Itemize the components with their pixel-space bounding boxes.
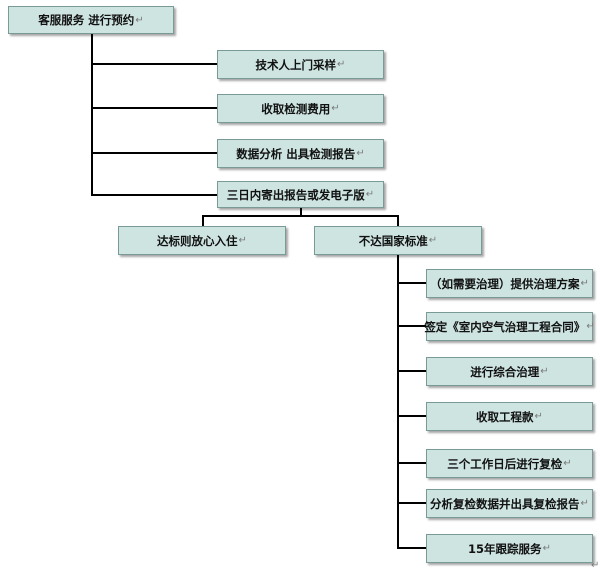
node-fail-step-1: （如需要治理）提供治理方案↵ — [426, 269, 593, 298]
paragraph-mark: ↵ — [238, 235, 247, 246]
connector-fail-down — [397, 254, 399, 548]
connector-to-step-2 — [91, 107, 217, 109]
node-fail-step-5: 三个工作日后进行复检↵ — [426, 449, 593, 478]
node-step-1-label: 技术人上门采样 — [255, 57, 337, 72]
connector-to-fail-step-2 — [397, 325, 426, 327]
node-fail-step-1-label: （如需要治理）提供治理方案 — [430, 276, 580, 291]
paragraph-mark: ↵ — [586, 321, 595, 332]
node-step-3: 数据分析 出具检测报告↵ — [217, 139, 384, 168]
connector-to-step-4 — [91, 194, 217, 196]
node-pass-label: 达标则放心入住 — [157, 233, 238, 248]
connector-root-down — [91, 33, 93, 196]
paragraph-mark: ↵ — [135, 14, 144, 26]
connector-to-fail-step-5 — [397, 462, 426, 464]
paragraph-mark: ↵ — [580, 278, 589, 289]
node-fail-step-7: 15年跟踪服务↵ — [426, 534, 593, 563]
paragraph-mark: ↵ — [534, 411, 543, 422]
node-fail-step-2-label: 签定《室内空气治理工程合同》 — [424, 319, 586, 334]
connector-to-pass — [202, 215, 204, 226]
connector-to-step-1 — [91, 63, 217, 65]
paragraph-mark: ↵ — [365, 189, 375, 200]
node-step-3-label: 数据分析 出具检测报告 — [236, 146, 356, 161]
node-fail-label: 不达国家标准 — [358, 233, 428, 248]
paragraph-mark: ↵ — [331, 103, 340, 114]
node-root-label: 客服服务 进行预约 — [38, 13, 135, 27]
node-step-4: 三日内寄出报告或发电子版↵ — [217, 181, 384, 208]
node-fail-step-7-label: 15年跟踪服务 — [468, 541, 542, 556]
node-fail-step-2: 签定《室内空气治理工程合同》↵ — [424, 312, 595, 341]
connector-split-down — [300, 207, 302, 217]
node-fail-step-3: 进行综合治理↵ — [426, 357, 593, 386]
connector-to-fail-step-6 — [397, 502, 426, 504]
paragraph-mark: ↵ — [591, 560, 600, 571]
paragraph-mark: ↵ — [580, 498, 589, 509]
node-pass: 达标则放心入住↵ — [118, 226, 286, 255]
paragraph-mark: ↵ — [540, 366, 549, 377]
node-fail-step-5-label: 三个工作日后进行复检 — [447, 456, 563, 471]
node-step-1: 技术人上门采样↵ — [217, 50, 384, 79]
node-fail-step-6: 分析复检数据并出具复检报告↵ — [426, 489, 593, 518]
paragraph-mark: ↵ — [337, 59, 346, 70]
connector-to-fail-step-7 — [397, 547, 426, 549]
node-fail-step-4-label: 收取工程款 — [476, 409, 534, 424]
node-fail-step-4: 收取工程款↵ — [426, 402, 593, 431]
connector-to-fail-step-4 — [397, 415, 426, 417]
connector-to-fail — [397, 215, 399, 226]
paragraph-mark: ↵ — [356, 148, 365, 159]
node-root: 客服服务 进行预约↵ — [8, 6, 174, 34]
node-fail: 不达国家标准↵ — [314, 226, 482, 255]
node-step-4-label: 三日内寄出报告或发电子版 — [226, 187, 365, 202]
node-fail-step-6-label: 分析复检数据并出具复检报告 — [430, 496, 580, 511]
node-step-2: 收取检测费用↵ — [217, 94, 384, 123]
connector-split-bar — [202, 215, 398, 217]
paragraph-mark: ↵ — [542, 543, 551, 554]
connector-to-fail-step-1 — [397, 282, 426, 284]
paragraph-mark: ↵ — [563, 458, 572, 469]
connector-to-step-3 — [91, 152, 217, 154]
paragraph-mark: ↵ — [428, 235, 438, 246]
connector-to-fail-step-3 — [397, 370, 426, 372]
node-fail-step-3-label: 进行综合治理 — [470, 364, 540, 379]
node-step-2-label: 收取检测费用 — [261, 101, 331, 116]
